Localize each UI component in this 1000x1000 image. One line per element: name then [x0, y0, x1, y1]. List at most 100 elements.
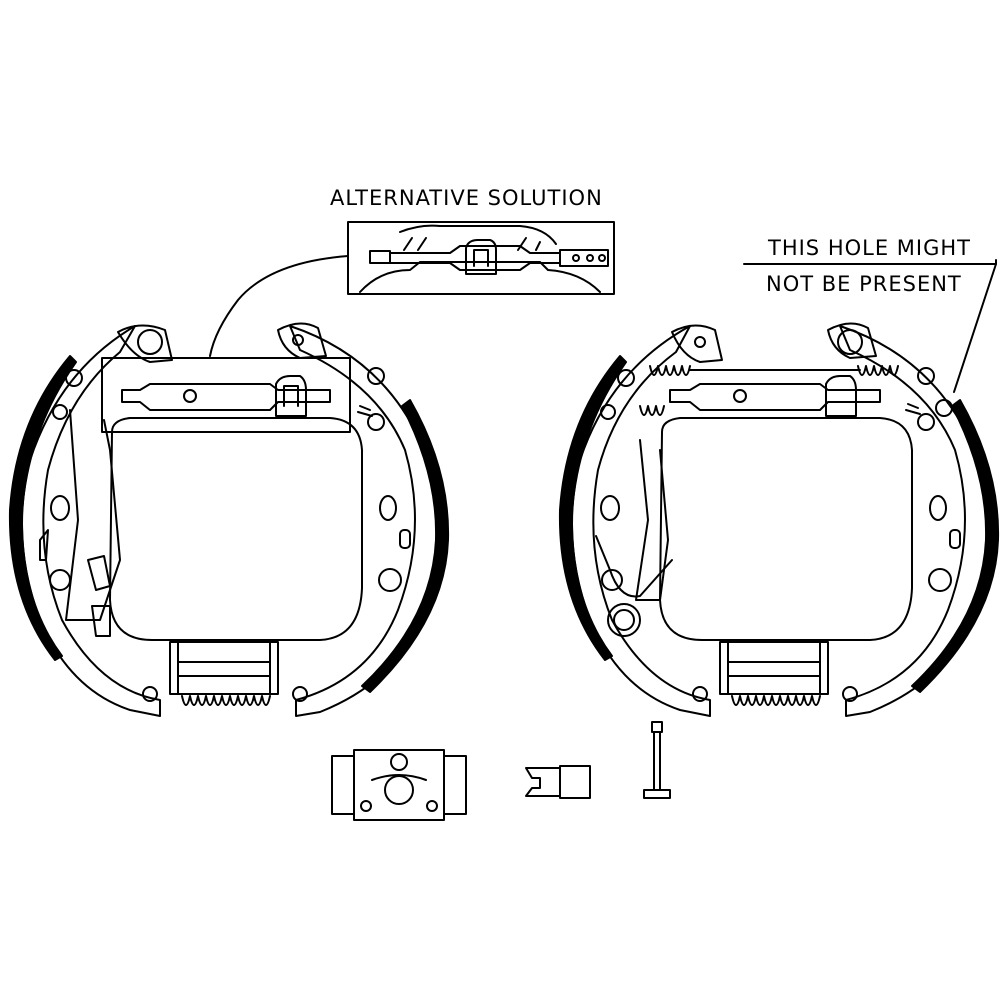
right-optional-hole — [935, 399, 953, 417]
left-anchor-hole-small — [292, 334, 304, 346]
left-shoe-table-right — [289, 325, 438, 717]
right-anchor-hole — [694, 336, 706, 348]
right-hole — [917, 367, 935, 385]
alternative-solution-inset — [347, 221, 615, 295]
wheel-cylinder-bolt-hole — [426, 800, 438, 812]
hole-note-line2: NOT BE PRESENT — [766, 272, 962, 296]
right-slot — [949, 529, 961, 549]
inset-lever — [465, 239, 497, 275]
right-hole — [929, 495, 947, 521]
left-lever-foot — [91, 605, 111, 637]
right-pin-mark — [905, 403, 921, 415]
inset-lever-inner — [473, 249, 489, 267]
hold-down-pin — [643, 721, 671, 799]
right-bottom-link-bars — [727, 641, 821, 695]
left-adjuster-lever — [275, 375, 307, 417]
left-hole — [292, 686, 308, 702]
left-lever-clip — [87, 555, 111, 591]
hole-note-underline — [743, 259, 997, 265]
wheel-cylinder-bolt-hole — [360, 800, 372, 812]
left-slot — [39, 529, 49, 561]
left-anchor-hole — [137, 329, 163, 355]
hold-down-pin-base — [643, 789, 671, 799]
left-hole — [49, 569, 71, 591]
inset-hole — [572, 254, 580, 262]
right-lining-left — [558, 355, 627, 661]
left-bottom-link — [169, 641, 279, 695]
left-hole — [65, 369, 83, 387]
right-adjuster-rod — [669, 383, 881, 411]
wheel-cylinder-flange — [371, 774, 427, 781]
right-adjuster-lever — [825, 375, 857, 417]
hold-down-pin-shaft — [653, 731, 661, 791]
adjuster-clip — [525, 765, 591, 799]
right-hole — [928, 568, 952, 592]
right-spring-coil — [607, 603, 641, 637]
left-bottom-spring — [181, 695, 271, 706]
adjuster-clip-left — [525, 767, 561, 797]
wheel-cylinder-cap-right — [443, 755, 467, 815]
left-top-anchor-left — [117, 324, 173, 363]
inset-hatch — [403, 237, 541, 251]
right-anchor-hole-large — [837, 329, 863, 355]
right-center-opening — [659, 417, 913, 641]
left-adjuster-lever-inner — [283, 385, 299, 407]
right-hole — [600, 495, 620, 521]
right-top-spring-left — [649, 365, 691, 376]
hold-down-pin-head — [651, 721, 663, 733]
inset-leader-line — [209, 255, 349, 357]
left-adjuster-frame — [101, 357, 351, 433]
alternative-solution-label: ALTERNATIVE SOLUTION — [330, 186, 603, 210]
right-shoe-table-right — [839, 325, 988, 717]
right-top-anchor-right — [827, 322, 877, 359]
hole-note-line1: THIS HOLE MIGHT — [768, 236, 971, 260]
inset-adjuster-end-left — [369, 250, 391, 264]
right-hold-spring — [639, 405, 665, 416]
right-hole — [601, 569, 623, 591]
inset-frame — [347, 221, 615, 295]
right-hole — [842, 686, 858, 702]
wheel-cylinder-cap-left — [331, 755, 355, 815]
left-hole — [142, 686, 158, 702]
wheel-cylinder-port — [384, 775, 414, 805]
hole-note-leader-line — [953, 263, 997, 393]
wheel-cylinder — [331, 749, 467, 821]
left-parking-lever — [65, 409, 121, 621]
left-hole — [50, 495, 70, 521]
right-bottom-link — [719, 641, 829, 695]
right-spring-coil-inner — [613, 609, 635, 631]
left-adjuster-nut — [183, 389, 197, 403]
right-shoe-table-left — [571, 325, 711, 717]
right-hole — [692, 686, 708, 702]
adjuster-clip-right — [559, 765, 591, 799]
left-brake-assembly — [8, 322, 450, 717]
right-hole — [917, 413, 935, 431]
right-adjuster-nut — [733, 389, 747, 403]
right-brake-assembly — [558, 322, 1000, 717]
left-pin-mark — [357, 405, 373, 417]
wheel-cylinder-body — [353, 749, 445, 821]
left-bottom-link-bars — [177, 641, 271, 695]
right-bottom-spring — [731, 695, 821, 706]
left-hole — [378, 568, 402, 592]
right-top-anchor-left — [671, 324, 723, 363]
right-top-spring-right — [857, 365, 899, 376]
left-slot — [399, 529, 411, 549]
left-hole — [367, 367, 385, 385]
right-parking-lever — [635, 439, 669, 601]
left-adjuster-rod — [121, 383, 331, 411]
right-lining-right — [911, 399, 1000, 693]
left-shoe-table-left — [21, 325, 161, 717]
inset-adjuster-end-right — [559, 249, 609, 267]
left-hole — [52, 404, 68, 420]
inset-shoe-arc — [399, 224, 557, 245]
left-top-anchor-right — [277, 322, 327, 359]
right-hole — [617, 369, 635, 387]
left-hole — [367, 413, 385, 431]
left-hole — [379, 495, 397, 521]
inset-hole — [598, 254, 606, 262]
left-lining-right — [361, 399, 450, 693]
left-center-opening — [109, 417, 363, 641]
